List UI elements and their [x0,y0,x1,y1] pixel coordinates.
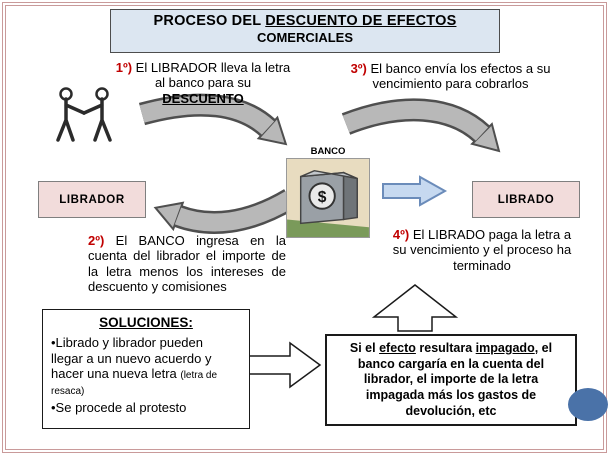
soluciones-item-2: •Se procede al protesto [51,400,187,416]
impago-underline-efecto: efecto [379,341,416,355]
librado-box: LIBRADO [472,181,580,218]
soluciones-box: SOLUCIONES: •Librado y librador pueden l… [42,309,250,429]
impago-text-1: Si el [349,341,380,355]
step-3-text: 3º) El banco envía los efectos a su venc… [348,61,553,92]
step-1-body: El LIBRADOR lleva la letra al banco para… [132,60,291,91]
librador-box: LIBRADOR [38,181,146,218]
title-box: PROCESO DEL DESCUENTO DE EFECTOS COMERCI… [110,9,500,53]
title-line1: PROCESO DEL DESCUENTO DE EFECTOS [111,13,499,29]
impago-underline-impagado: impagado [475,341,535,355]
safe-icon: $ [286,158,370,238]
arrow-note-to-step4-icon [371,284,459,332]
step-4-text: 4º) El LIBRADO paga la letra a su vencim… [386,227,578,273]
step-2-text: 2º) El BANCO ingresa en la cuenta del li… [88,233,286,294]
step-4-body: El LIBRADO paga la letra a su vencimient… [392,227,572,273]
arrow-banco-to-librador-icon [153,189,296,234]
step-3-number: 3º) [350,61,367,76]
soluciones-title: SOLUCIONES: [99,315,193,330]
arrow-soluciones-to-note-icon [247,341,322,389]
step-4-number: 4º) [392,227,410,242]
banco-label: BANCO [310,146,346,157]
blue-arrow-banco-to-librado-icon [382,175,448,207]
people-handshake-icon [56,87,112,142]
impago-text-2: resultara [415,341,476,355]
step-1-number: 1º) [115,60,133,75]
arrow-banco-to-librado-icon [341,98,501,153]
step-1-text: 1º) El LIBRADOR lleva la letra al banco … [112,60,294,106]
step-1-keyword: DESCUENTO [162,90,244,106]
arrow-librador-to-banco-icon [138,93,288,146]
impago-note-box: Si el efecto resultara impagado, el banc… [325,334,577,426]
impago-text-3: , el banco cargaría en la cuenta del lib… [357,341,553,418]
step-2-number: 2º) [88,233,105,248]
decorative-circle [568,388,608,421]
soluciones-item-1-text: •Librado y librador pueden llegar a un n… [51,335,212,382]
soluciones-item-1-note: (letra de resaca) [51,370,218,398]
step-3-body: El banco envía los efectos a su vencimie… [366,61,551,92]
title-underlined: DESCUENTO DE EFECTOS [265,13,457,29]
soluciones-item-1: •Librado y librador pueden llegar a un n… [51,335,223,398]
step-2-body: El BANCO ingresa en la cuenta del librad… [88,233,286,294]
title-prefix: PROCESO DEL [153,13,266,29]
title-line2: COMERCIALES [256,30,354,45]
dollar-sign: $ [318,189,327,206]
